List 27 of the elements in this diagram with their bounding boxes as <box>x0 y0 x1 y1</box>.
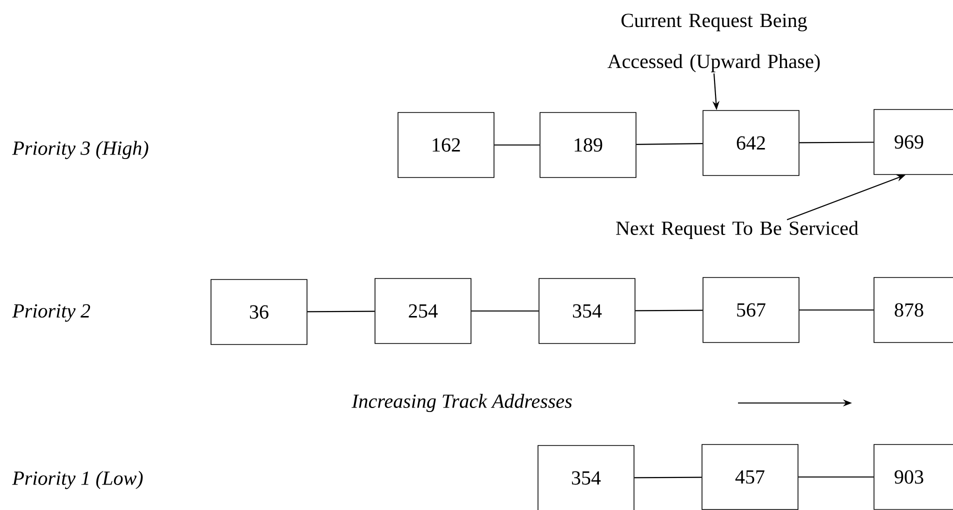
record-box: 162 <box>398 112 494 178</box>
link-line <box>307 310 375 312</box>
record-box: 36 <box>210 279 308 345</box>
record-box: 189 <box>540 112 636 178</box>
link-line <box>798 476 874 478</box>
link-line <box>799 142 874 144</box>
row-label: Priority 3 (High) <box>12 140 148 160</box>
link-line <box>471 310 539 312</box>
record-box: 354 <box>538 445 634 510</box>
record-box: 457 <box>702 444 798 510</box>
link-line <box>635 310 703 312</box>
record-box: 642 <box>702 110 800 176</box>
record-box: 254 <box>374 278 472 344</box>
record-box: 903 <box>874 444 953 510</box>
row-label: Priority 2 <box>12 304 90 322</box>
record-box: 969 <box>874 109 953 175</box>
record-box: 354 <box>538 278 636 344</box>
annotation-text: Current Request Being Accessed (Upward Phase) <box>608 14 820 72</box>
row-label: Increasing Track Addresses <box>352 394 572 412</box>
record-box: 878 <box>874 277 953 343</box>
link-line <box>494 144 540 146</box>
annotation-text: Next Request To Be Serviced <box>616 220 858 240</box>
record-box: 567 <box>702 277 800 343</box>
row-label: Priority 1 (Low) <box>12 470 143 490</box>
link-line <box>799 309 874 311</box>
link-line <box>634 476 702 478</box>
link-line <box>636 143 703 145</box>
